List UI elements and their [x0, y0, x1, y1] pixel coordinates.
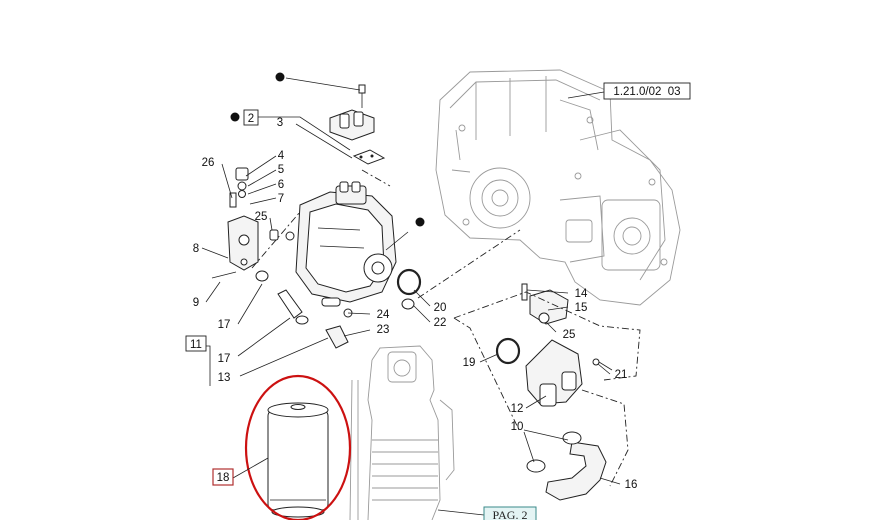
filter-housing-ghost: [349, 345, 455, 520]
callout-22[interactable]: 22: [434, 317, 447, 329]
callout-3[interactable]: 3: [277, 117, 283, 129]
reference-label: 1.21.0/02 03: [613, 86, 680, 98]
callout-24[interactable]: 24: [377, 309, 390, 321]
callout-15[interactable]: 15: [575, 302, 588, 314]
callout-8[interactable]: 8: [193, 243, 199, 255]
callout-4[interactable]: 4: [278, 150, 285, 162]
callout-26[interactable]: 26: [202, 157, 215, 169]
callout-19[interactable]: 19: [463, 357, 476, 369]
page-link-label: PAG. 2: [493, 508, 528, 520]
callout-25[interactable]: 25: [255, 211, 268, 223]
callout-label: 11: [190, 339, 202, 351]
bullet-dot: [275, 72, 285, 82]
callout-labels: 4 5 6 7 26 3 25 8 9 17 17 13 24 23 20 22…: [193, 117, 638, 491]
hydraulic-pump: [285, 181, 397, 303]
boxed-callout-18[interactable]: 18: [212, 468, 234, 486]
oil-filter-cartridge: [267, 402, 329, 518]
callout-14[interactable]: 14: [575, 288, 588, 300]
boxed-callout-2[interactable]: 2: [243, 109, 259, 126]
callout-25[interactable]: 25: [563, 329, 576, 341]
bullet-dot: [230, 112, 240, 122]
callout-7[interactable]: 7: [278, 193, 284, 205]
leader-lines: [201, 77, 621, 516]
callout-13[interactable]: 13: [218, 372, 231, 384]
page-link-button[interactable]: PAG. 2: [483, 506, 537, 520]
assembly-dash-lines: [251, 169, 641, 487]
callout-21[interactable]: 21: [615, 369, 628, 381]
callout-10[interactable]: 10: [511, 421, 524, 433]
callout-12[interactable]: 12: [511, 403, 524, 415]
callout-6[interactable]: 6: [278, 179, 284, 191]
control-valve-block: [521, 283, 613, 407]
callout-9[interactable]: 9: [193, 297, 199, 309]
callout-5[interactable]: 5: [278, 164, 284, 176]
bullet-markers: [230, 72, 425, 227]
callout-16[interactable]: 16: [625, 479, 638, 491]
reference-tag[interactable]: 1.21.0/02 03: [603, 82, 691, 100]
return-hose: [526, 431, 607, 501]
filter-highlight-circle: [244, 374, 352, 520]
suction-hose-fittings: [255, 270, 415, 349]
pressure-valve-body: [211, 167, 279, 279]
boxed-callout-11[interactable]: 11: [185, 335, 207, 352]
callout-20[interactable]: 20: [434, 302, 447, 314]
o-rings: [396, 268, 521, 365]
callout-label: 2: [248, 113, 254, 125]
callout-17[interactable]: 17: [218, 353, 231, 365]
transmission-housing-ghost: [435, 69, 681, 306]
bullet-dot: [415, 217, 425, 227]
callout-17[interactable]: 17: [218, 319, 231, 331]
solenoid-valve-group: [329, 84, 386, 165]
callout-label: 18: [217, 472, 230, 484]
callout-23[interactable]: 23: [377, 324, 390, 336]
